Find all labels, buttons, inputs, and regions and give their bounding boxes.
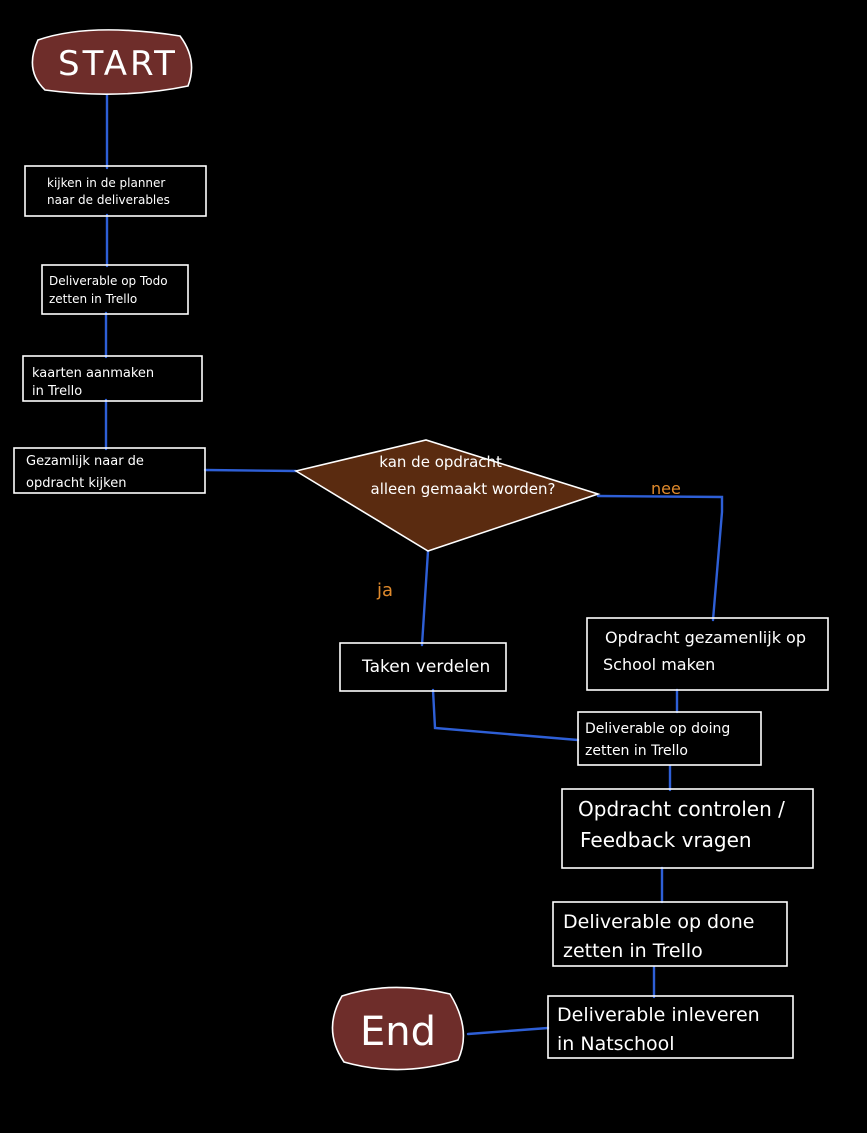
step-doing-trello-box (577, 711, 762, 766)
step-check-planner-line2: naar de deliverables (47, 193, 170, 207)
step-together-school-line2: School maken (603, 655, 715, 674)
svg-text:Deliverable op doing zet: Deliverable op doing zetten in Trello (585, 721, 735, 759)
step-done-trello-line2: zetten in Trello (563, 940, 703, 962)
step-check-planner-line1: kijken in de planner (47, 176, 165, 190)
step-done-trello-line1: Deliverable op done (563, 911, 754, 933)
connectors (104, 90, 724, 1036)
step-together-school-line1: Opdracht gezamenlijk op (605, 628, 806, 647)
step-doing-trello-line2: zetten in Trello (585, 743, 688, 759)
connector-tasks-doing (431, 688, 580, 742)
branch-label-yes: ja (376, 580, 393, 601)
decision-line2: alleen gemaakt worden? (371, 480, 556, 498)
step-doing-trello: Deliverable op doing zetten in Trello (577, 711, 762, 766)
step-together-school: Opdracht gezamenlijk op School maken (586, 617, 829, 691)
step-review-together-line1: Gezamlijk naar de (26, 454, 144, 469)
branch-label-no: nee (651, 479, 681, 498)
step-together-school-box (586, 617, 829, 691)
step-doing-trello-line1: Deliverable op doing (585, 721, 730, 737)
step-check-planner: kijken in de planner naar de deliverable… (24, 165, 207, 217)
decision-alone: kan de opdracht alleen gemaakt worden? (293, 439, 601, 552)
step-todo-trello-line1: Deliverable op Todo (49, 274, 168, 288)
step-review-together-box (13, 447, 206, 494)
step-check-planner-box (24, 165, 207, 217)
step-submit-natschool-line1: Deliverable inleveren (557, 1004, 760, 1026)
step-create-cards-line2: in Trello (32, 384, 82, 399)
connector-decision-yes (420, 549, 430, 647)
svg-text:Opdracht gezamenlijk op: Opdracht gezamenlijk op School maken (603, 628, 811, 674)
end-terminal: End (331, 986, 465, 1071)
step-todo-trello-box (41, 264, 189, 315)
svg-text:Deliverable op done zett: Deliverable op done zetten in Trello (563, 911, 761, 962)
step-check-feedback-line2: Feedback vragen (580, 828, 752, 852)
step-check-feedback-box (561, 788, 814, 869)
step-todo-trello-line2: zetten in Trello (49, 292, 137, 306)
step-submit-natschool-line2: in Natschool (557, 1033, 675, 1055)
connector-submit-end (466, 1026, 550, 1036)
step-done-trello-box (552, 901, 788, 967)
decision-shape (293, 439, 601, 552)
step-review-together: Gezamlijk naar de opdracht kijken (13, 447, 206, 494)
start-shape (31, 29, 193, 95)
step-divide-tasks-label: Taken verdelen (361, 657, 490, 677)
step-done-trello: Deliverable op done zetten in Trello (552, 901, 788, 967)
svg-text:Gezamlijk naar de opdrac: Gezamlijk naar de opdracht kijken (26, 454, 148, 491)
svg-text:Opdracht controlen / Fee: Opdracht controlen / Feedback vragen (578, 797, 791, 852)
svg-text:Deliverable inleveren in: Deliverable inleveren in Natschool (557, 1004, 766, 1055)
end-shape (331, 986, 465, 1071)
step-divide-tasks-box (339, 642, 507, 692)
step-review-together-line2: opdracht kijken (26, 476, 126, 491)
step-check-feedback-line1: Opdracht controlen / (578, 797, 785, 821)
step-create-cards-line1: kaarten aanmaken (32, 366, 154, 381)
step-check-feedback: Opdracht controlen / Feedback vragen (561, 788, 814, 869)
step-submit-natschool-box (547, 995, 794, 1059)
step-create-cards-box (22, 355, 203, 402)
start-label: START (58, 44, 178, 84)
end-label: End (360, 1009, 436, 1055)
step-submit-natschool: Deliverable inleveren in Natschool (547, 995, 794, 1059)
step-divide-tasks: Taken verdelen (339, 642, 507, 692)
svg-text:Deliverable op Todo zett: Deliverable op Todo zetten in Trello (49, 274, 171, 306)
connector-step4-decision (203, 468, 298, 473)
start-terminal: START (31, 29, 193, 95)
decision-line1: kan de opdracht (379, 453, 502, 471)
step-create-cards: kaarten aanmaken in Trello (22, 355, 203, 402)
svg-text:kan de opdracht alleen g: kan de opdracht alleen gemaakt worden? (371, 453, 556, 498)
connector-decision-no (596, 494, 724, 622)
step-todo-trello: Deliverable op Todo zetten in Trello (41, 264, 189, 315)
svg-text:kaarten aanmaken in Trel: kaarten aanmaken in Trello (32, 366, 158, 399)
svg-text:kijken in de planner naa: kijken in de planner naar de deliverable… (47, 176, 170, 207)
